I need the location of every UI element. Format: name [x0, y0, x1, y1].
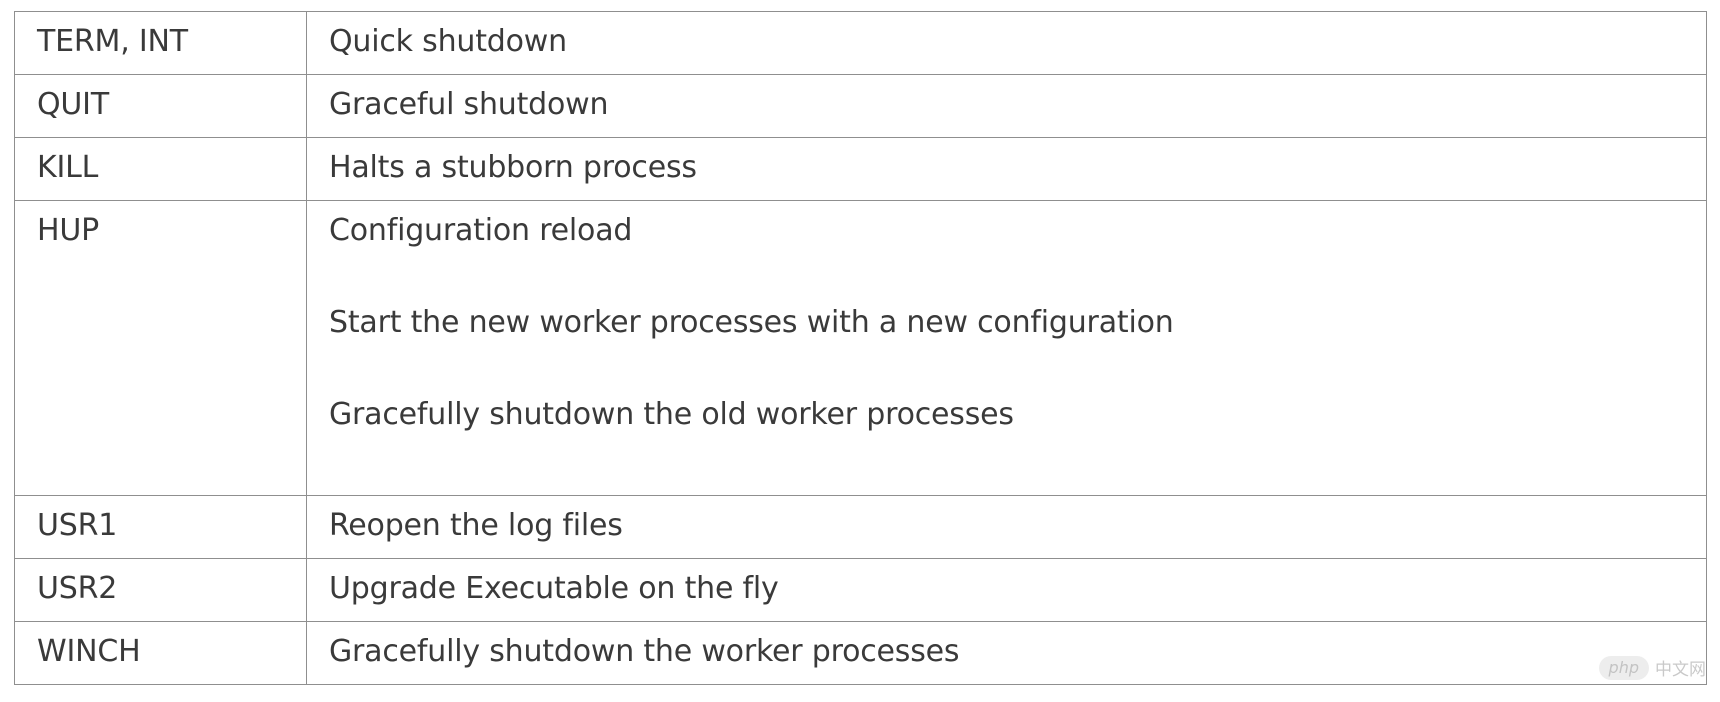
signal-table: TERM, INT Quick shutdown QUIT Graceful s…	[14, 11, 1707, 685]
signal-cell: USR1	[14, 495, 307, 559]
signal-cell: KILL	[14, 137, 307, 201]
description-line: Gracefully shutdown the worker processes	[329, 634, 960, 669]
description-line: Reopen the log files	[329, 508, 623, 543]
description-line: Graceful shutdown	[329, 87, 609, 122]
table-row: WINCH Gracefully shutdown the worker pro…	[14, 621, 1707, 685]
signal-cell: HUP	[14, 200, 307, 496]
description-cell: Upgrade Executable on the fly	[306, 558, 1707, 622]
description-cell: Graceful shutdown	[306, 74, 1707, 138]
watermark: php 中文网	[1598, 655, 1706, 680]
description-cell: Quick shutdown	[306, 11, 1707, 75]
table-row: USR2 Upgrade Executable on the fly	[14, 558, 1707, 622]
description-line: Quick shutdown	[329, 24, 567, 59]
table-row: TERM, INT Quick shutdown	[14, 11, 1707, 75]
description-line: Upgrade Executable on the fly	[329, 571, 779, 606]
description-line: Gracefully shutdown the old worker proce…	[329, 397, 1014, 432]
table-row: KILL Halts a stubborn process	[14, 137, 1707, 201]
description-cell: Configuration reload Start the new worke…	[306, 200, 1707, 496]
table-row: QUIT Graceful shutdown	[14, 74, 1707, 138]
table-row: USR1 Reopen the log files	[14, 495, 1707, 559]
description-cell: Gracefully shutdown the worker processes	[306, 621, 1707, 685]
watermark-site-text: 中文网	[1655, 660, 1706, 680]
description-line: Configuration reload	[329, 213, 633, 248]
description-line: Start the new worker processes with a ne…	[329, 305, 1174, 340]
description-cell: Halts a stubborn process	[306, 137, 1707, 201]
signal-cell: QUIT	[14, 74, 307, 138]
description-cell: Reopen the log files	[306, 495, 1707, 559]
description-line: Halts a stubborn process	[329, 150, 697, 185]
table-row: HUP Configuration reload Start the new w…	[14, 200, 1707, 496]
php-logo: php	[1598, 655, 1649, 680]
signal-cell: TERM, INT	[14, 11, 307, 75]
signal-cell: WINCH	[14, 621, 307, 685]
signal-cell: USR2	[14, 558, 307, 622]
